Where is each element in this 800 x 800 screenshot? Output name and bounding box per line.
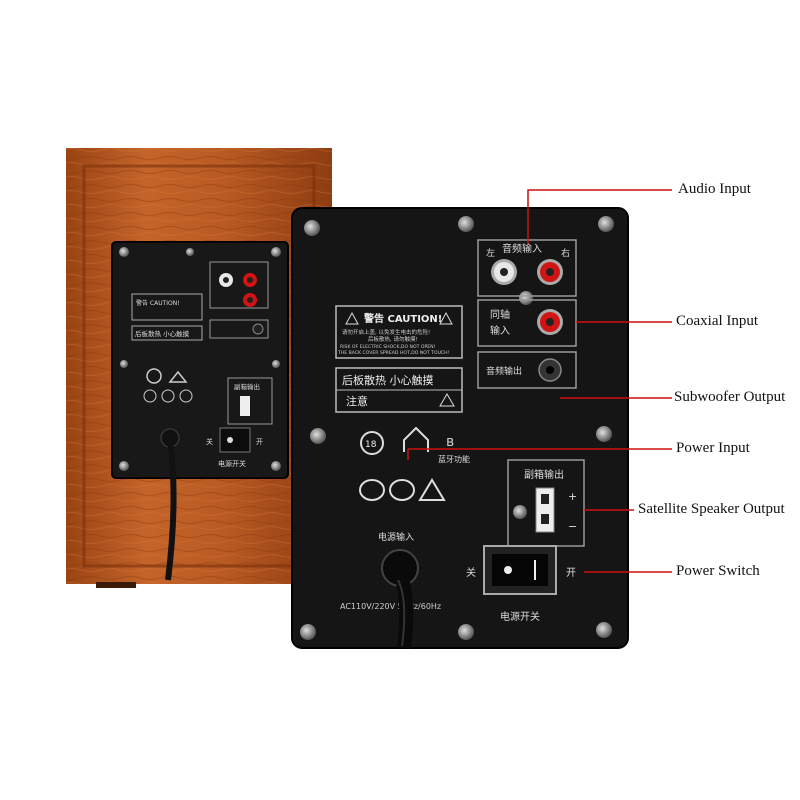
satellite-output-callout: Satellite Speaker Output: [638, 501, 785, 517]
audio-input-callout: Audio Input: [678, 181, 751, 197]
callout-lines: [407, 189, 672, 573]
heat-warning-box: 后板散热 小心触摸 注意: [335, 367, 463, 413]
caution-line-1: 请勿开启上盖, 以免发生电击的危险!: [342, 328, 430, 336]
small-on-label: 开: [256, 438, 263, 446]
caution-line-4: THE BACK COVER SPREAD HOT,DO NOT TOUCH!: [337, 350, 450, 356]
main-back-panel: 左 音频输入 右 同轴 输入: [291, 207, 629, 649]
small-heat-warning: 后板散热 小心触摸: [135, 329, 190, 338]
energy-icon: [389, 479, 415, 501]
bluetooth-label: 蓝牙功能: [438, 454, 470, 464]
certification-icons: 18 ʙ 蓝牙功能: [359, 426, 470, 501]
coaxial-input-callout: Coaxial Input: [676, 313, 759, 329]
coaxial-input-section: 同轴 输入: [477, 299, 577, 347]
voltage-label: AC110V/220V 50Hz/60Hz: [340, 602, 441, 611]
age-18-icon: 18: [360, 431, 384, 455]
subwoofer-jack[interactable]: [538, 358, 562, 382]
coaxial-label-2: 输入: [490, 324, 510, 337]
sub-out-label: 音频输出: [486, 365, 522, 377]
power-switch-callout: Power Switch: [676, 563, 760, 579]
svg-text:18: 18: [365, 440, 377, 450]
power-switch-section: 关 开 电源开关: [466, 545, 576, 623]
power-in-label: 电源输入: [378, 531, 414, 543]
right-label: 右: [561, 247, 570, 259]
on-label: 开: [566, 568, 576, 579]
caution-line-3: RISK OF ELECTRIC SHOCK,DO NOT OPEN!: [340, 344, 436, 350]
power-rocker-switch[interactable]: [483, 545, 557, 595]
small-caution-title: 警告 CAUTION!: [136, 299, 180, 307]
rear-speaker-back-panel: 警告 CAUTION! 后板散热 小心触摸 副箱输出 关 开 电源开关: [111, 241, 289, 581]
panel-screws: [300, 216, 614, 640]
rca-red-jack-right[interactable]: [537, 259, 563, 285]
caution-label: 警告 CAUTION! 请勿开启上盖, 以免发生电击的危险! 后板散热, 请勿触…: [335, 305, 463, 359]
coaxial-label-1: 同轴: [490, 308, 510, 321]
small-off-label: 关: [206, 437, 213, 446]
power-cable[interactable]: [381, 549, 419, 649]
rca-white-jack[interactable]: [491, 259, 517, 285]
small-switch-label: 电源开关: [218, 459, 246, 468]
switch-label: 电源开关: [500, 610, 540, 623]
power-input-callout: Power Input: [676, 440, 750, 456]
caution-line-2: 后板散热, 请勿触摸!: [368, 335, 418, 343]
bluetooth-icon: ʙ: [446, 434, 454, 450]
recycle-home-icon: [403, 426, 429, 452]
audio-input-label: 音频输入: [502, 242, 542, 255]
power-input-section: 电源输入 AC110V/220V 50Hz/60Hz: [340, 531, 441, 649]
audio-input-section: 左 音频输入 右: [477, 239, 577, 297]
altitude-icon: [418, 478, 446, 501]
caution-title: 警告 CAUTION!: [363, 312, 442, 325]
coaxial-jack[interactable]: [537, 309, 563, 335]
minus-label: −: [568, 520, 577, 533]
subwoofer-output-callout: Subwoofer Output: [674, 389, 786, 405]
ccc-icon: [359, 479, 385, 501]
satellite-terminal[interactable]: [535, 487, 555, 533]
sat-out-label: 副箱输出: [524, 468, 564, 481]
subwoofer-output-section: 音频输出: [477, 351, 577, 389]
heat-warning-text: 后板散热 小心触摸: [342, 373, 434, 387]
attention-text: 注意: [346, 394, 368, 408]
small-sat-out-label: 副箱输出: [234, 382, 260, 391]
off-label: 关: [466, 566, 476, 579]
left-label: 左: [486, 247, 495, 259]
plus-label: +: [568, 490, 577, 503]
